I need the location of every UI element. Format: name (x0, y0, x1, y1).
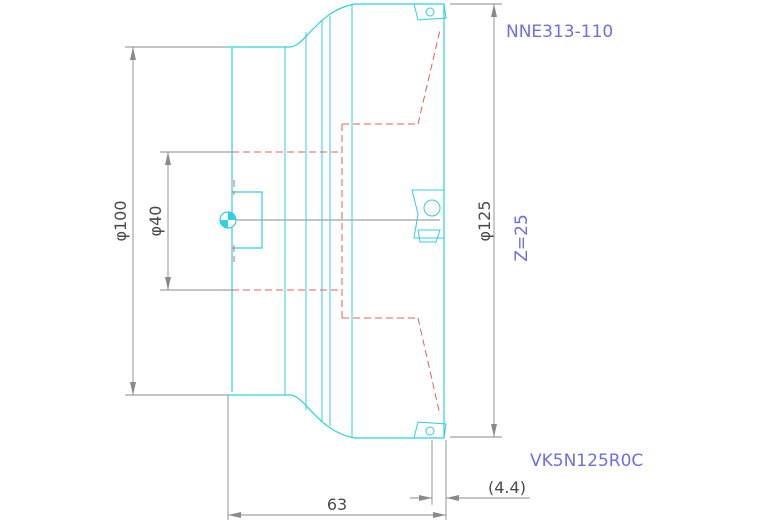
overall-length-dimension: 63 (327, 495, 347, 514)
insert-middle-icon (411, 189, 445, 243)
cutter-code-label: VK5N125R0C (530, 451, 643, 471)
cutter-diameter-dimension: φ125 (475, 200, 494, 241)
outer-bore-dimension: φ100 (111, 200, 130, 241)
hidden-lines (232, 29, 441, 416)
insert-top-icon (413, 3, 447, 21)
dimension-lines (125, 3, 530, 520)
insert-bottom-icon (413, 421, 447, 439)
teeth-count-label: Z=25 (512, 214, 532, 262)
insert-code-label: NNE313-110 (506, 22, 613, 42)
inner-bore-dimension: φ40 (146, 206, 165, 237)
cutter-body-outline (228, 3, 445, 439)
insert-offset-dimension: (4.4) (488, 478, 526, 497)
center-mark-icon (219, 211, 237, 229)
